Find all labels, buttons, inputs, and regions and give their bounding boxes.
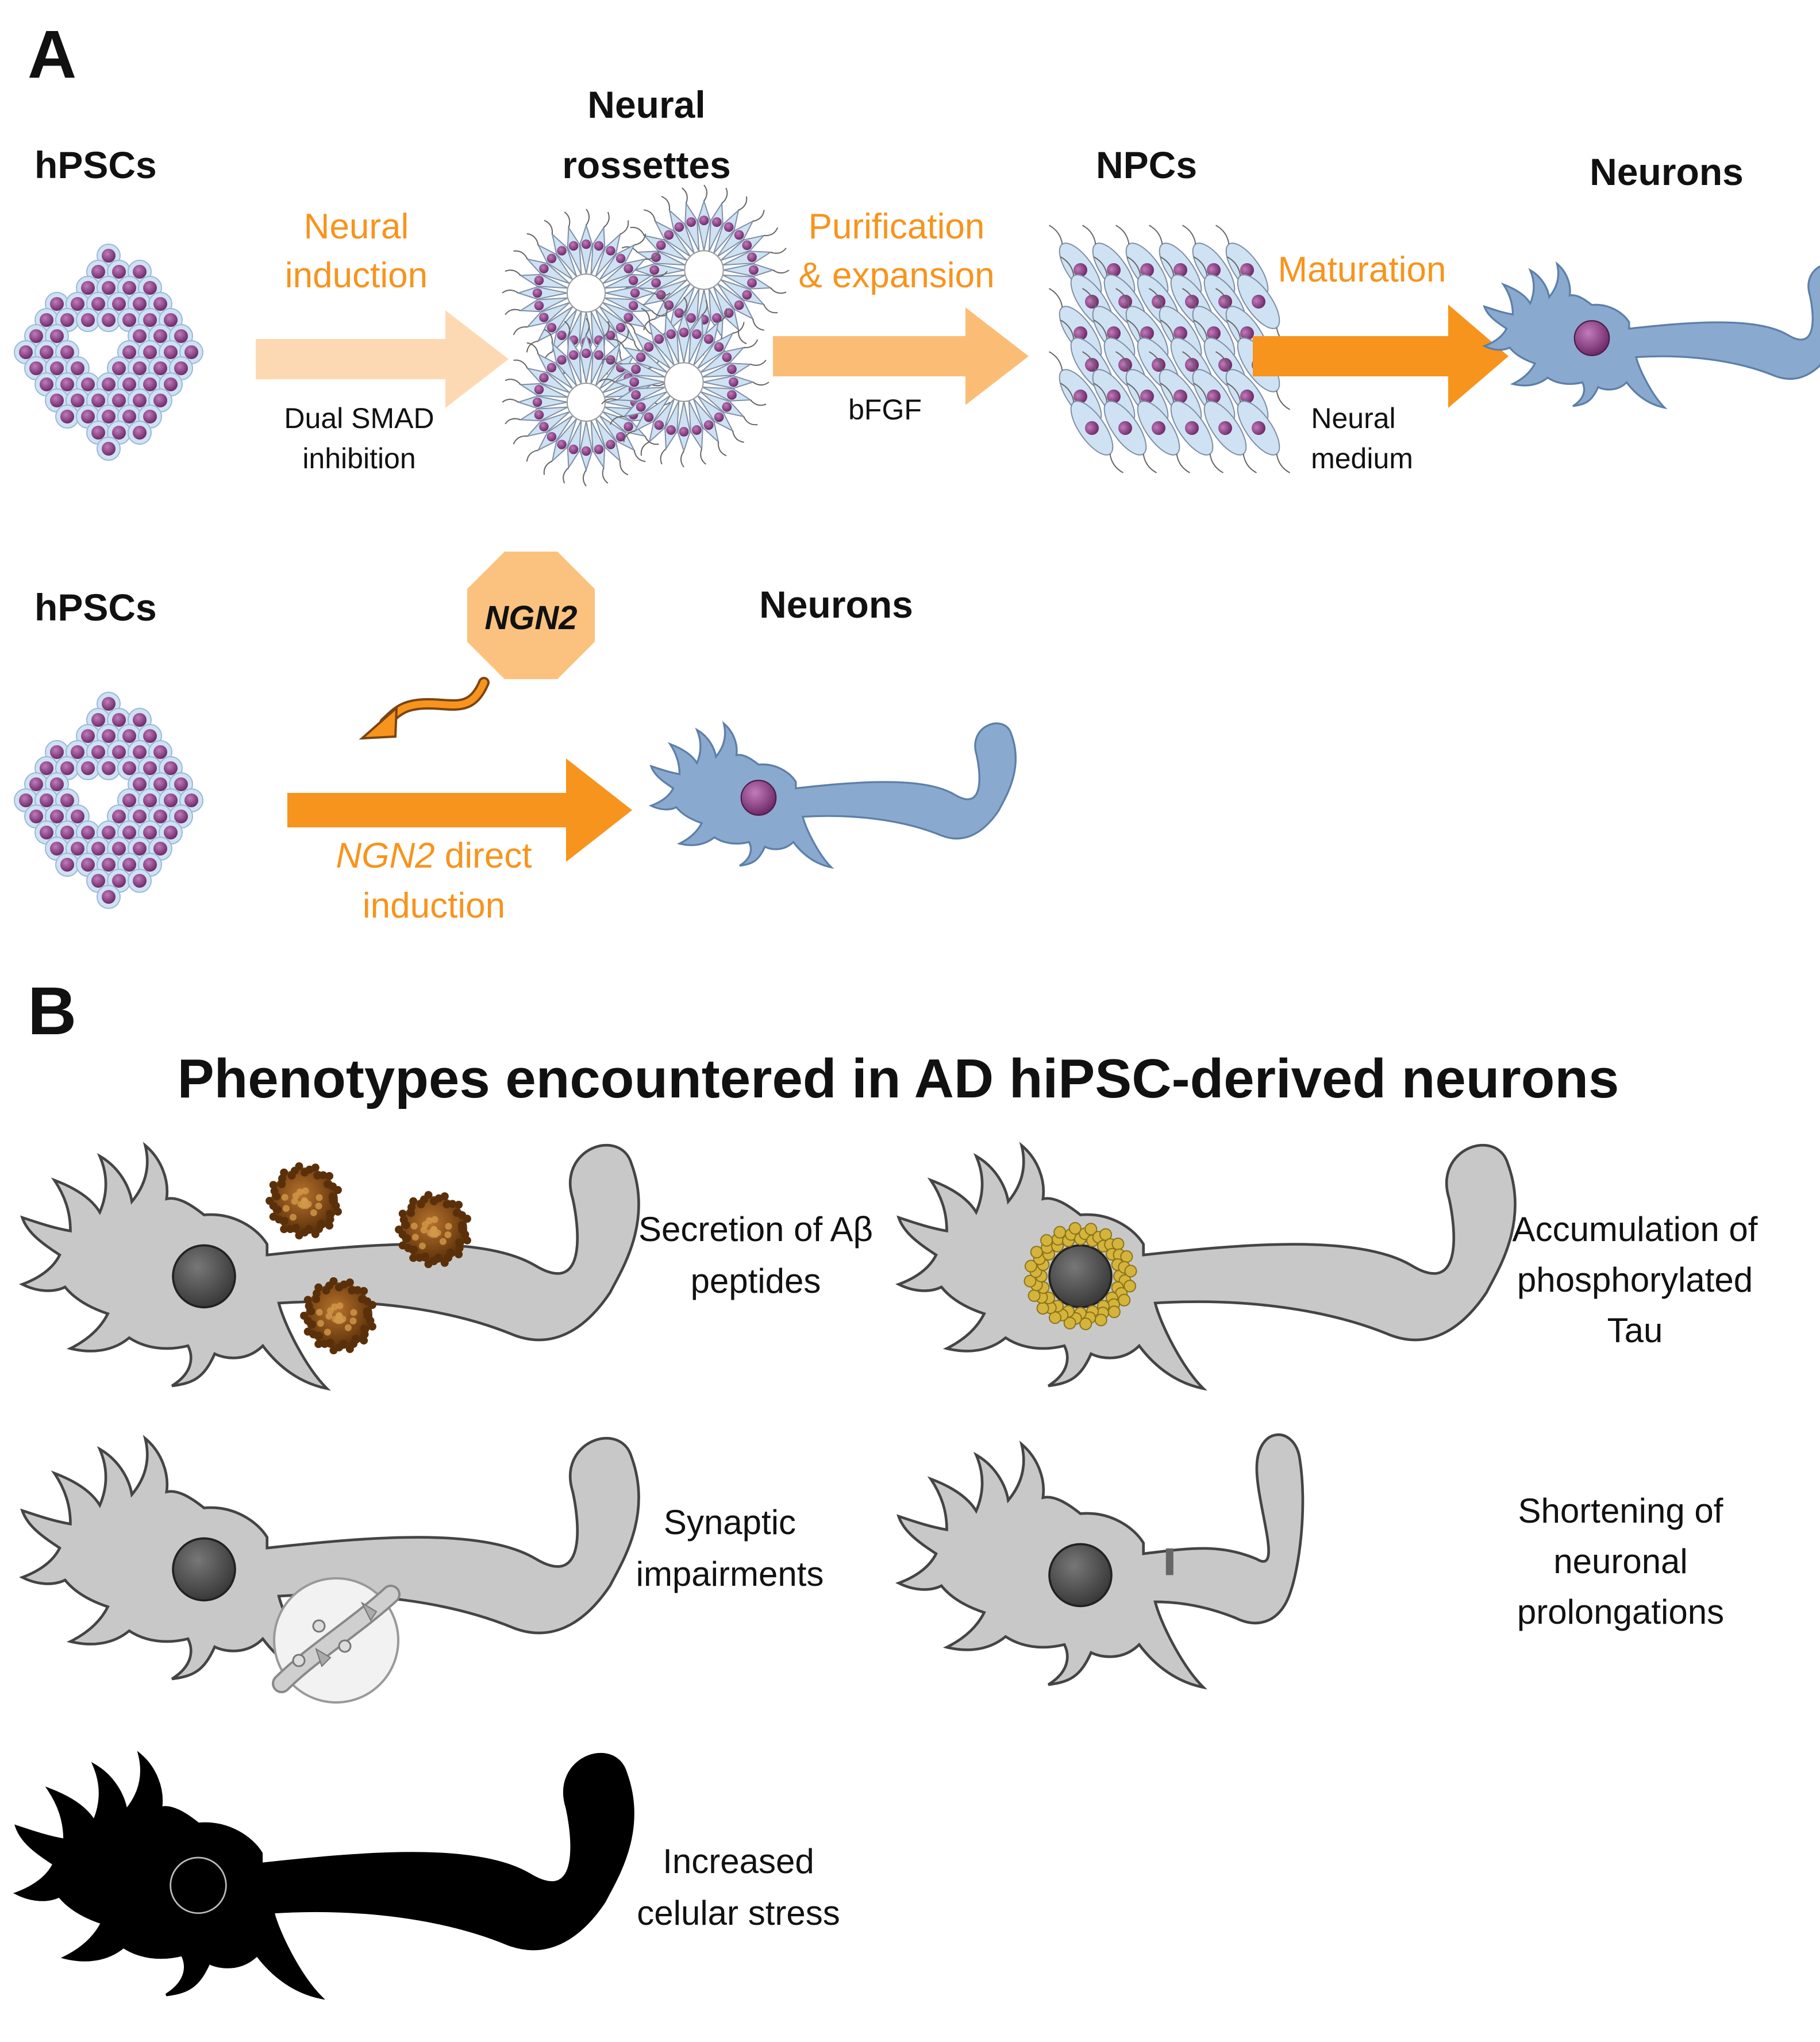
step3-label-line1: Maturation bbox=[1278, 250, 1446, 290]
row2-step-label-line2: induction bbox=[363, 886, 505, 926]
phenotype-1-line2: peptides bbox=[691, 1262, 821, 1300]
stem-cell bbox=[55, 853, 79, 877]
npc-cell bbox=[1094, 383, 1157, 473]
phenotype-2-line2: phosphorylated bbox=[1517, 1261, 1753, 1299]
phenotype-5-line2: celular stress bbox=[637, 1894, 840, 1932]
neural-rosette-icon bbox=[502, 184, 790, 487]
curved-arrow-icon bbox=[359, 677, 490, 740]
phenotype-1-line1: Secretion of Aβ bbox=[638, 1210, 873, 1249]
stem-cell bbox=[128, 421, 152, 445]
stem-cell bbox=[97, 437, 121, 461]
phenotype-3-line2: impairments bbox=[636, 1555, 824, 1593]
step1-note-line1: Dual SMAD bbox=[284, 402, 434, 434]
tau-granule bbox=[1120, 1250, 1133, 1263]
neuron-shortened bbox=[895, 1433, 1305, 1690]
stage-label-neurons: Neurons bbox=[1590, 151, 1744, 193]
stem-cell bbox=[128, 869, 152, 893]
stem-cell bbox=[97, 308, 121, 332]
stage-label-rossettes: rossettes bbox=[562, 144, 731, 186]
neuron-synaptic bbox=[22, 1438, 639, 1682]
stem-cell bbox=[55, 404, 79, 429]
npc-cell bbox=[1227, 383, 1290, 473]
row2-step-label-line1: NGN2 direct bbox=[336, 836, 532, 876]
ngn2-label: NGN2 bbox=[484, 599, 577, 637]
tau-granule bbox=[1111, 1238, 1125, 1251]
neuron-icon bbox=[1483, 263, 1820, 409]
tau-granule bbox=[1124, 1265, 1137, 1278]
tau-granule bbox=[1123, 1280, 1137, 1293]
arrow-purification bbox=[773, 307, 1029, 405]
panel-b-letter: B bbox=[28, 973, 76, 1049]
step2-note-line1: bFGF bbox=[848, 394, 922, 426]
stem-cell bbox=[97, 756, 121, 780]
rosette bbox=[598, 296, 769, 468]
stem-cell bbox=[97, 885, 121, 909]
arrow-maturation bbox=[1253, 305, 1509, 408]
phenotype-4-line3: prolongations bbox=[1517, 1593, 1724, 1631]
step1-label-line1: Neural bbox=[304, 207, 409, 246]
phenotype-2-line1: Accumulation of bbox=[1513, 1210, 1758, 1249]
amyloid-plaque bbox=[395, 1190, 471, 1269]
tau-granule bbox=[1030, 1246, 1043, 1259]
phospho-tau-aggregate-icon bbox=[1023, 1222, 1137, 1331]
npc-cell bbox=[1127, 383, 1190, 473]
tau-granule bbox=[1053, 1226, 1067, 1239]
neuron-abeta bbox=[22, 1145, 639, 1389]
tau-granule bbox=[1028, 1289, 1041, 1303]
stem-cell bbox=[76, 308, 100, 332]
panel-a-letter: A bbox=[28, 17, 76, 93]
arrow-neural-induction bbox=[256, 310, 509, 408]
npc-cell bbox=[1160, 383, 1223, 473]
tau-granule bbox=[1118, 1293, 1131, 1307]
tau-granule bbox=[1094, 1313, 1107, 1327]
synapse-zoom-icon bbox=[272, 1577, 401, 1704]
panel-b-title: Phenotypes encountered in AD hiPSC-deriv… bbox=[178, 1048, 1619, 1109]
tau-granule bbox=[1040, 1234, 1053, 1247]
npc-cluster-icon bbox=[1049, 225, 1290, 473]
tau-granule bbox=[1023, 1274, 1037, 1288]
phenotype-3-line1: Synaptic bbox=[664, 1503, 796, 1542]
stage-label-npcs: NPCs bbox=[1096, 144, 1197, 186]
neuron-tau bbox=[899, 1145, 1515, 1389]
neuron-icon bbox=[650, 722, 1017, 869]
ngn2-octagon-icon bbox=[467, 552, 595, 679]
amyloid-plaque-icon bbox=[266, 1162, 471, 1355]
npc-cell bbox=[1060, 383, 1123, 473]
step1-label-line2: induction bbox=[285, 256, 428, 295]
tau-granule bbox=[1079, 1317, 1092, 1331]
tau-granule bbox=[1068, 1222, 1082, 1235]
phenotype-5-line1: Increased bbox=[663, 1842, 814, 1881]
step3-note-line2: medium bbox=[1311, 442, 1413, 475]
stem-cell bbox=[159, 372, 183, 396]
row2-stage-neurons: Neurons bbox=[759, 583, 913, 626]
tau-granule bbox=[1107, 1305, 1121, 1319]
phenotype-2-line3: Tau bbox=[1607, 1311, 1663, 1350]
arrow-ngn2-direct-induction bbox=[287, 758, 632, 862]
rosette bbox=[618, 184, 790, 356]
tau-granule bbox=[1024, 1259, 1037, 1273]
stage-label-neural: Neural bbox=[587, 83, 705, 126]
stem-cell bbox=[76, 756, 100, 780]
stem-cell-cluster-icon bbox=[14, 692, 203, 909]
npc-cell bbox=[1194, 383, 1257, 473]
stem-cell-cluster-icon bbox=[14, 244, 203, 461]
phenotype-4-line2: neuronal bbox=[1553, 1542, 1688, 1581]
step2-label-line1: Purification bbox=[809, 207, 985, 246]
amyloid-plaque bbox=[300, 1277, 376, 1355]
step1-note-line2: inhibition bbox=[302, 442, 415, 475]
stage-label-hpscs: hPSCs bbox=[34, 144, 157, 186]
step2-label-line2: & expansion bbox=[798, 256, 994, 295]
npc-cell bbox=[1227, 256, 1290, 347]
tau-granule bbox=[1036, 1301, 1049, 1315]
step3-note-line1: Neural bbox=[1311, 402, 1395, 434]
phenotype-4-line1: Shortening of bbox=[1518, 1492, 1723, 1530]
neuron-stressed bbox=[17, 1754, 633, 1998]
row2-stage-hpscs: hPSCs bbox=[34, 586, 157, 629]
amyloid-plaque bbox=[266, 1162, 342, 1240]
